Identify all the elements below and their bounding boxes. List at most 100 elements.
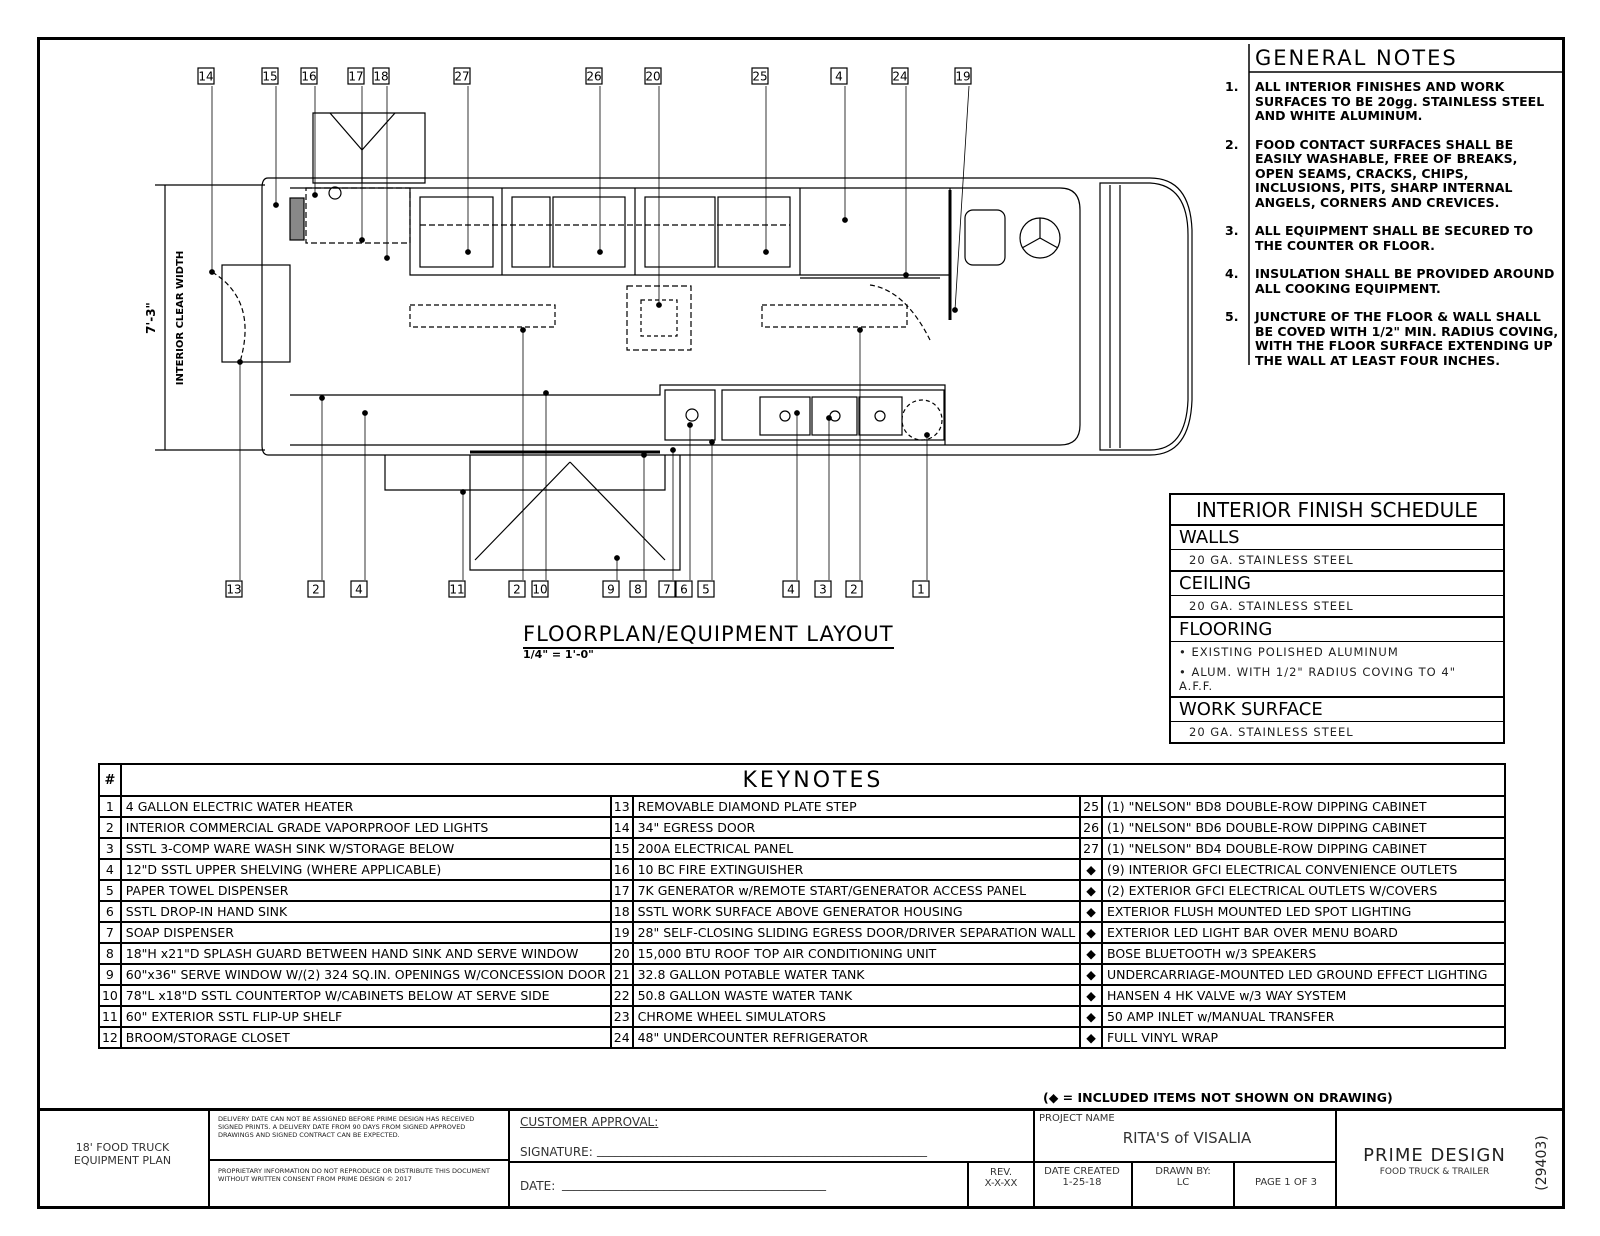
keynote-text: FULL VINYL WRAP — [1100, 1026, 1507, 1049]
bottom-tag: 5 — [697, 580, 715, 598]
keynote-text: 4 GALLON ELECTRIC WATER HEATER — [119, 795, 612, 818]
keynote-number: 7 — [98, 921, 122, 944]
delivery-note: DELIVERY DATE CAN NOT BE ASSIGNED BEFORE… — [210, 1111, 510, 1161]
project-name: RITA'S of VISALIA — [1122, 1129, 1252, 1147]
general-note-3: 3.ALL EQUIPMENT SHALL BE SECURED TO THE … — [1225, 223, 1565, 253]
truck-body-outline — [261, 177, 1193, 456]
keynote-text: 32.8 GALLON POTABLE WATER TANK — [631, 963, 1082, 986]
generator-housing — [305, 187, 411, 244]
general-notes-list: 1.ALL INTERIOR FINISHES AND WORK SURFACE… — [1225, 79, 1565, 382]
walls-label: WALLS — [1171, 526, 1503, 550]
schedule-walls: WALLS 20 GA. STAINLESS STEEL — [1171, 526, 1503, 572]
keynote-text: (9) INTERIOR GFCI ELECTRICAL CONVENIENCE… — [1100, 858, 1507, 881]
tag-label: 4 — [835, 70, 843, 84]
customer-approval-label: CUSTOMER APPROVAL: — [520, 1115, 659, 1129]
tag-label: 13 — [226, 583, 241, 597]
windshield — [1099, 182, 1189, 451]
generator-access-panel — [312, 112, 426, 184]
work-surface-label: WORK SURFACE — [1171, 698, 1503, 722]
keynote-text: UNDERCARRIAGE-MOUNTED LED GROUND EFFECT … — [1100, 963, 1507, 986]
keynote-number: 20 — [609, 942, 634, 965]
driver-seat — [964, 209, 1006, 266]
keynote-number: 1 — [98, 795, 122, 818]
keynote-text: 50.8 GALLON WASTE WATER TANK — [631, 984, 1082, 1007]
dipping-cabinet-bd6-a — [511, 196, 551, 268]
flooring-value-2: • ALUM. WITH 1/2" RADIUS COVING TO 4" A.… — [1179, 665, 1456, 693]
keynote-number: ◆ — [1079, 921, 1103, 944]
tag-label: 27 — [454, 70, 469, 84]
tag-label: 24 — [892, 70, 907, 84]
keynote-text: 78"L x18"D SSTL COUNTERTOP W/CABINETS BE… — [119, 984, 612, 1007]
keynote-number: 4 — [98, 858, 122, 881]
schedule-work-surface: WORK SURFACE 20 GA. STAINLESS STEEL — [1171, 698, 1503, 742]
signature-line[interactable]: ________________________________________… — [597, 1143, 927, 1157]
sliding-door-swing — [869, 284, 931, 341]
removable-step — [469, 455, 681, 571]
tag-label: 2 — [850, 583, 858, 597]
general-note-4: 4.INSULATION SHALL BE PROVIDED AROUND AL… — [1225, 266, 1565, 296]
keynote-number: 3 — [98, 837, 122, 860]
dipping-cabinet-bd6-b — [552, 196, 626, 268]
dipping-cabinet-bd4 — [419, 196, 494, 268]
bottom-tag: 2 — [508, 580, 526, 598]
keynote-text: (2) EXTERIOR GFCI ELECTRICAL OUTLETS W/C… — [1100, 879, 1507, 902]
keynote-number: 2 — [98, 816, 122, 839]
sheet-name-cell: 18' FOOD TRUCK EQUIPMENT PLAN — [37, 1111, 210, 1209]
led-light-bar-right — [761, 304, 908, 328]
tag-label: 26 — [586, 70, 601, 84]
title-block: 18' FOOD TRUCK EQUIPMENT PLAN DELIVERY D… — [37, 1108, 1565, 1209]
tag-label: 4 — [787, 583, 795, 597]
top-tag: 17 — [347, 67, 365, 85]
project-name-label: PROJECT NAME — [1039, 1113, 1115, 1124]
keynote-number: 8 — [98, 942, 122, 965]
keynote-number: 21 — [609, 963, 634, 986]
general-note-2: 2.FOOD CONTACT SURFACES SHALL BE EASILY … — [1225, 136, 1565, 211]
general-note-text: FOOD CONTACT SURFACES SHALL BE EASILY WA… — [1255, 136, 1518, 210]
floorplan-scale: 1/4" = 1'-0" — [523, 648, 594, 661]
rev-value: X-X-XX — [984, 1178, 1018, 1189]
keynote-text: 34" EGRESS DOOR — [631, 816, 1082, 839]
tag-label: 1 — [917, 583, 925, 597]
keynote-text: EXTERIOR FLUSH MOUNTED LED SPOT LIGHTING — [1100, 900, 1507, 923]
bottom-tag: 11 — [448, 580, 466, 598]
date-created-label: DATE CREATED — [1044, 1166, 1120, 1177]
interior-finish-schedule: INTERIOR FINISH SCHEDULE WALLS 20 GA. ST… — [1169, 493, 1505, 744]
keynote-number: 11 — [98, 1005, 122, 1028]
work-surface-value: 20 GA. STAINLESS STEEL — [1189, 725, 1354, 739]
ceiling-value: 20 GA. STAINLESS STEEL — [1189, 599, 1354, 613]
tag-label: 16 — [301, 70, 316, 84]
tag-label: 9 — [607, 583, 615, 597]
keynote-text: SOAP DISPENSER — [119, 921, 612, 944]
general-note-text: ALL INTERIOR FINISHES AND WORK SURFACES … — [1255, 79, 1545, 123]
date-line[interactable]: ________________________________________… — [562, 1177, 826, 1191]
tag-label: 19 — [955, 70, 970, 84]
general-note-number: 5. — [1225, 309, 1239, 324]
signature-label: SIGNATURE: — [520, 1145, 593, 1159]
flooring-value-1: • EXISTING POLISHED ALUMINUM — [1179, 645, 1399, 659]
tag-label: 20 — [645, 70, 660, 84]
keynote-number: 23 — [609, 1005, 634, 1028]
top-tag: 15 — [261, 67, 279, 85]
tag-label: 8 — [634, 583, 642, 597]
truck-inner-wall — [290, 187, 1081, 446]
bottom-tag: 6 — [675, 580, 693, 598]
company-name: PRIME DESIGN — [1363, 1145, 1506, 1166]
keynote-number: 25 — [1079, 795, 1103, 818]
keynote-text: 60" EXTERIOR SSTL FLIP-UP SHELF — [119, 1005, 612, 1028]
company-subtitle: FOOD TRUCK & TRAILER — [1379, 1167, 1490, 1177]
floorplan-title: FLOORPLAN/EQUIPMENT LAYOUT — [523, 622, 894, 649]
keynote-text: (1) "NELSON" BD4 DOUBLE-ROW DIPPING CABI… — [1100, 837, 1507, 860]
drawn-by-label: DRAWN BY: — [1155, 1166, 1211, 1177]
keynote-text: 60"x36" SERVE WINDOW W/(2) 324 SQ.IN. OP… — [119, 963, 612, 986]
top-tag: 4 — [830, 67, 848, 85]
general-note-1: 1.ALL INTERIOR FINISHES AND WORK SURFACE… — [1225, 79, 1565, 124]
keynote-number: 12 — [98, 1026, 122, 1049]
keynote-text: 7K GENERATOR w/REMOTE START/GENERATOR AC… — [631, 879, 1082, 902]
top-tag: 24 — [891, 67, 909, 85]
